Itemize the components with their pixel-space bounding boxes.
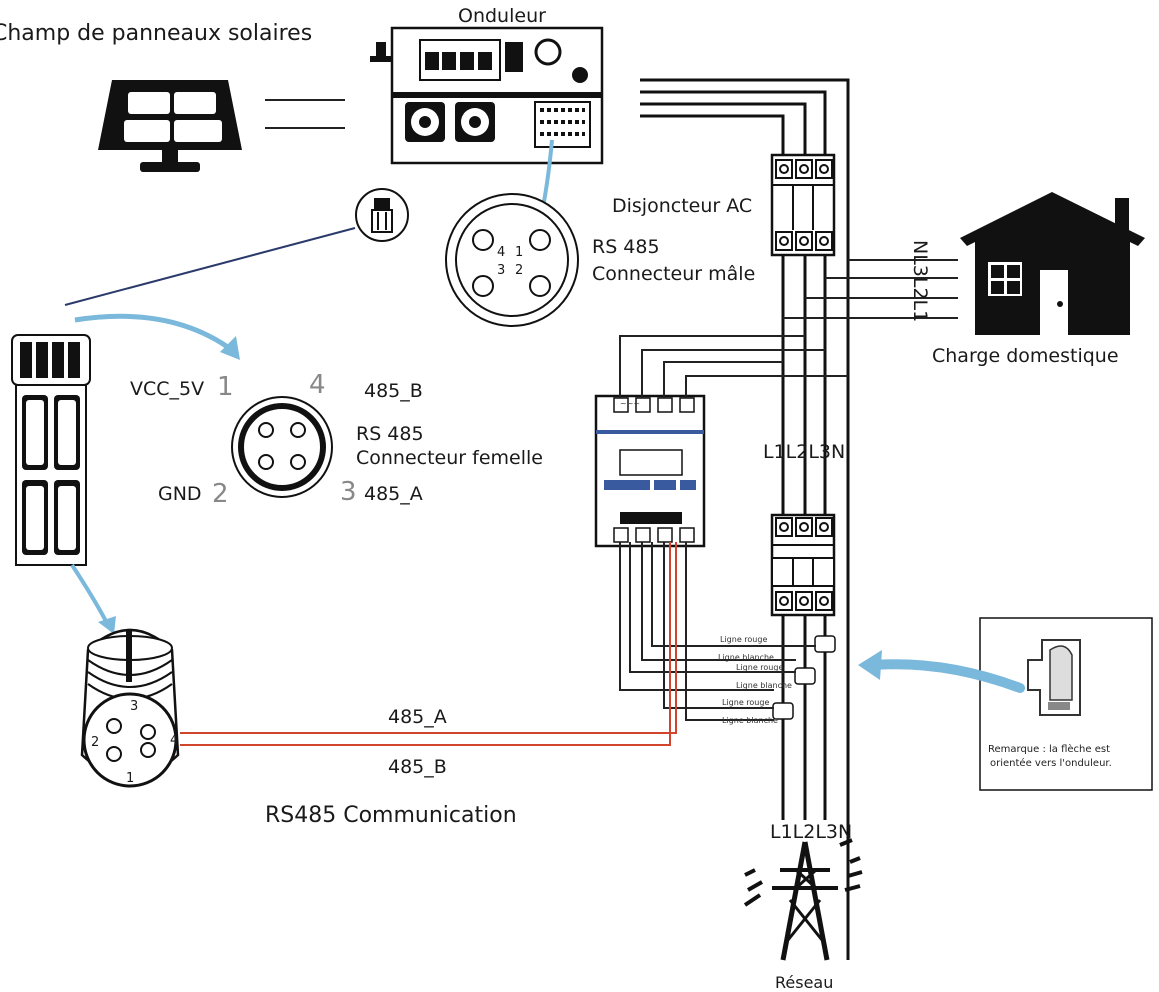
female-pin-2: 2 [212, 479, 229, 509]
solar-field-label: Champ de panneaux solaires [0, 21, 312, 46]
rs485-male-label-2: Connecteur mâle [592, 263, 755, 285]
rs485-male-connector: 4 1 3 2 [445, 193, 579, 327]
phases-mid-label: L1L2L3N [763, 441, 845, 463]
ct3-white-label: Ligne blanche [722, 716, 778, 725]
solar-panel-icon [98, 80, 242, 172]
front-pin-2: 2 [91, 735, 99, 750]
rs485-plug-icon [355, 188, 409, 242]
rs485-front-connector: 3 2 4 1 [80, 628, 180, 788]
ct-clamp-l1 [772, 702, 794, 720]
wire-485a-label: 485_A [388, 706, 447, 728]
front-pin-4: 4 [170, 733, 178, 748]
inverter-label: Onduleur [458, 5, 546, 27]
ct3-red-label: Ligne rouge [722, 698, 769, 707]
front-pin-1: 1 [126, 771, 134, 786]
rs485-male-label-1: RS 485 [592, 236, 660, 258]
ac-breaker-middle [770, 513, 836, 617]
male-pin-1: 1 [515, 245, 523, 260]
rs485-connector-plug-side [11, 334, 91, 566]
rs485-female-connector: 1 4 2 3 [212, 370, 357, 509]
ct1-white-label: Ligne blanche [718, 653, 774, 662]
home-load-label: Charge domestique [932, 345, 1119, 367]
front-pin-3: 3 [130, 699, 138, 714]
rs485-female-label-1: RS 485 [356, 423, 424, 445]
grid-label: Réseau [775, 973, 833, 992]
current-clamp-note: Remarque : la flèche est orientée vers l… [979, 617, 1153, 791]
wire-485b-label: 485_B [388, 756, 447, 778]
female-pin-4: 4 [309, 370, 326, 400]
vcc-label: VCC_5V [130, 378, 204, 400]
inverter-icon [370, 26, 604, 165]
current-clamp-icon [1027, 639, 1081, 716]
gnd-label: GND [158, 483, 202, 505]
house-icon [960, 192, 1145, 335]
male-pin-3: 3 [497, 263, 505, 278]
ac-breaker-top [770, 153, 836, 257]
male-pin-4: 4 [497, 245, 505, 260]
ac-breaker-label: Disjoncteur AC [612, 195, 752, 217]
energy-meter-icon: ~~~ [594, 394, 706, 548]
note-line-1: Remarque : la flèche est [988, 743, 1110, 755]
pylon-icon [743, 838, 863, 961]
svg-text:~~~: ~~~ [620, 399, 640, 408]
rs485-female-label-2: Connecteur femelle [356, 447, 543, 469]
phases-bottom-label: L1L2L3N [770, 821, 852, 843]
ct1-red-label: Ligne rouge [720, 635, 767, 644]
male-pin-2: 2 [515, 263, 523, 278]
pin-485b-label: 485_B [364, 380, 423, 402]
ct-clamp-l2 [794, 667, 816, 685]
female-pin-1: 1 [217, 372, 234, 402]
ct2-white-label: Ligne blanche [736, 681, 792, 690]
note-line-2: orientée vers l'onduleur. [990, 757, 1112, 769]
ct-clamp-l3 [814, 635, 836, 653]
rs485-communication-label: RS485 Communication [265, 803, 517, 828]
house-phase-labels: NL3L2L1 [909, 240, 931, 322]
female-pin-3: 3 [340, 477, 357, 507]
pin-485a-label: 485_A [364, 483, 423, 505]
ct2-red-label: Ligne rouge [736, 663, 783, 672]
